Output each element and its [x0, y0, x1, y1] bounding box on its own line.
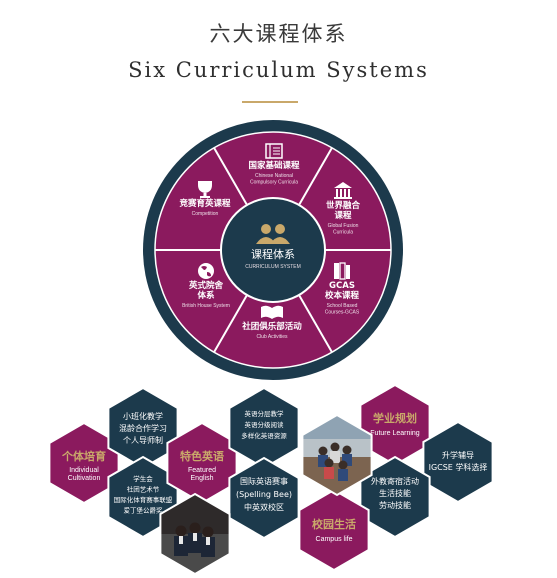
hex-text-line: 社团艺术节: [127, 485, 160, 494]
segment-label-english: Chinese National: [255, 173, 293, 179]
center-label-chinese: 课程体系: [251, 247, 295, 261]
books-icon: [334, 262, 350, 280]
hex-text-line: 爱丁堡公爵奖: [124, 506, 164, 515]
segment-label-english: Compulsory Curricula: [250, 180, 298, 186]
globe-icon: [198, 263, 214, 279]
hex-text-line: 混龄合作学习: [119, 423, 167, 433]
segment-label-chinese: 国家基础课程: [248, 160, 300, 171]
institution-building-icon: [334, 182, 352, 199]
segment-label-chinese: 竞赛育英课程: [178, 198, 231, 209]
wheel-segment: 社团俱乐部活动 Club Activities: [241, 305, 302, 340]
segment-label-chinese: 体系: [197, 290, 215, 301]
hex-text-line: 国际化体育赛事联盟: [114, 495, 173, 504]
segment-label-english: Competition: [192, 211, 219, 217]
hex-future-learning: 学业规划 Future Learning: [359, 383, 431, 467]
segment-divider: [298, 294, 333, 353]
hex-text-line: 英语分级阅读: [245, 420, 285, 429]
segment-label-chinese: 世界融合: [326, 200, 361, 211]
segment-label-english: Curricula: [333, 230, 353, 236]
book-stack-icon: [265, 143, 283, 159]
hex-text-line: 国际英语赛事: [240, 476, 288, 486]
hex-text-line: 外教寄宿活动: [371, 476, 419, 486]
hex-text-line: 中英双校区: [244, 502, 284, 512]
hex-text-line: 生活技能: [379, 488, 411, 498]
trophy-icon: [198, 181, 212, 198]
hex-text-line: 劳动技能: [379, 500, 411, 510]
open-book-icon: [261, 305, 283, 319]
hex-title-english: Future Learning: [370, 430, 420, 437]
center-hub: [220, 197, 326, 303]
hex-title-english: Cultivation: [68, 475, 101, 482]
segment-label-english: Courses-GCAS: [325, 310, 360, 316]
hex-text-line: 升学辅导: [442, 450, 474, 460]
segment-label-english: British House System: [182, 303, 230, 309]
segment-label-english: School Based: [327, 303, 358, 309]
hex-title-english: Individual: [69, 467, 99, 474]
segment-label-chinese: GCAS: [329, 281, 355, 291]
segment-divider: [298, 147, 333, 206]
hex-igcse-guidance: 升学辅导 IGCSE 学科选择: [422, 420, 494, 504]
hex-title-chinese: 学业规划: [373, 411, 417, 425]
hex-text-line: (Spelling Bee): [236, 490, 292, 499]
segment-label-chinese: 课程: [334, 210, 352, 221]
hex-title-english: English: [191, 475, 214, 482]
hex-title-chinese: 个体培育: [61, 449, 106, 463]
people-group-icon: [256, 224, 290, 244]
hex-text-line: 英语分层教学: [245, 409, 285, 418]
hex-english-contest: 国际英语赛事 (Spelling Bee) 中英双校区: [228, 456, 300, 540]
hex-title-english: Campus life: [316, 536, 353, 543]
page-title-chinese: 六大课程体系: [209, 22, 348, 46]
hex-text-line: IGCSE 学科选择: [429, 462, 488, 472]
center-label-english: CURRICULUM SYSTEM: [245, 264, 301, 270]
page-title-english: Six Curriculum Systems: [128, 58, 429, 82]
hex-text-line: 学生会: [133, 474, 153, 483]
segment-divider: [213, 294, 248, 353]
hex-text-line: 小班化教学: [123, 411, 163, 421]
hex-text-line: 多样化英语资源: [241, 431, 287, 440]
hex-text-line: 个人导师制: [123, 435, 163, 445]
segment-label-chinese: 社团俱乐部活动: [241, 321, 302, 332]
segment-divider: [213, 147, 248, 206]
segment-label-english: Global Fusion: [328, 223, 359, 229]
segment-label-english: Club Activities: [256, 334, 288, 340]
hex-campus-life: 校园生活 Campus life: [298, 488, 370, 572]
hex-title-chinese: 特色英语: [180, 449, 224, 463]
wheel-segment: 竞赛育英课程 Competition: [178, 181, 231, 217]
hex-title-chinese: 校园生活: [312, 517, 356, 531]
segment-label-chinese: 英式院舍: [188, 280, 224, 291]
segment-label-chinese: 校本课程: [325, 290, 360, 301]
hex-title-english: Featured: [188, 467, 216, 474]
title-divider: [242, 101, 298, 103]
students-photo: [159, 492, 231, 576]
